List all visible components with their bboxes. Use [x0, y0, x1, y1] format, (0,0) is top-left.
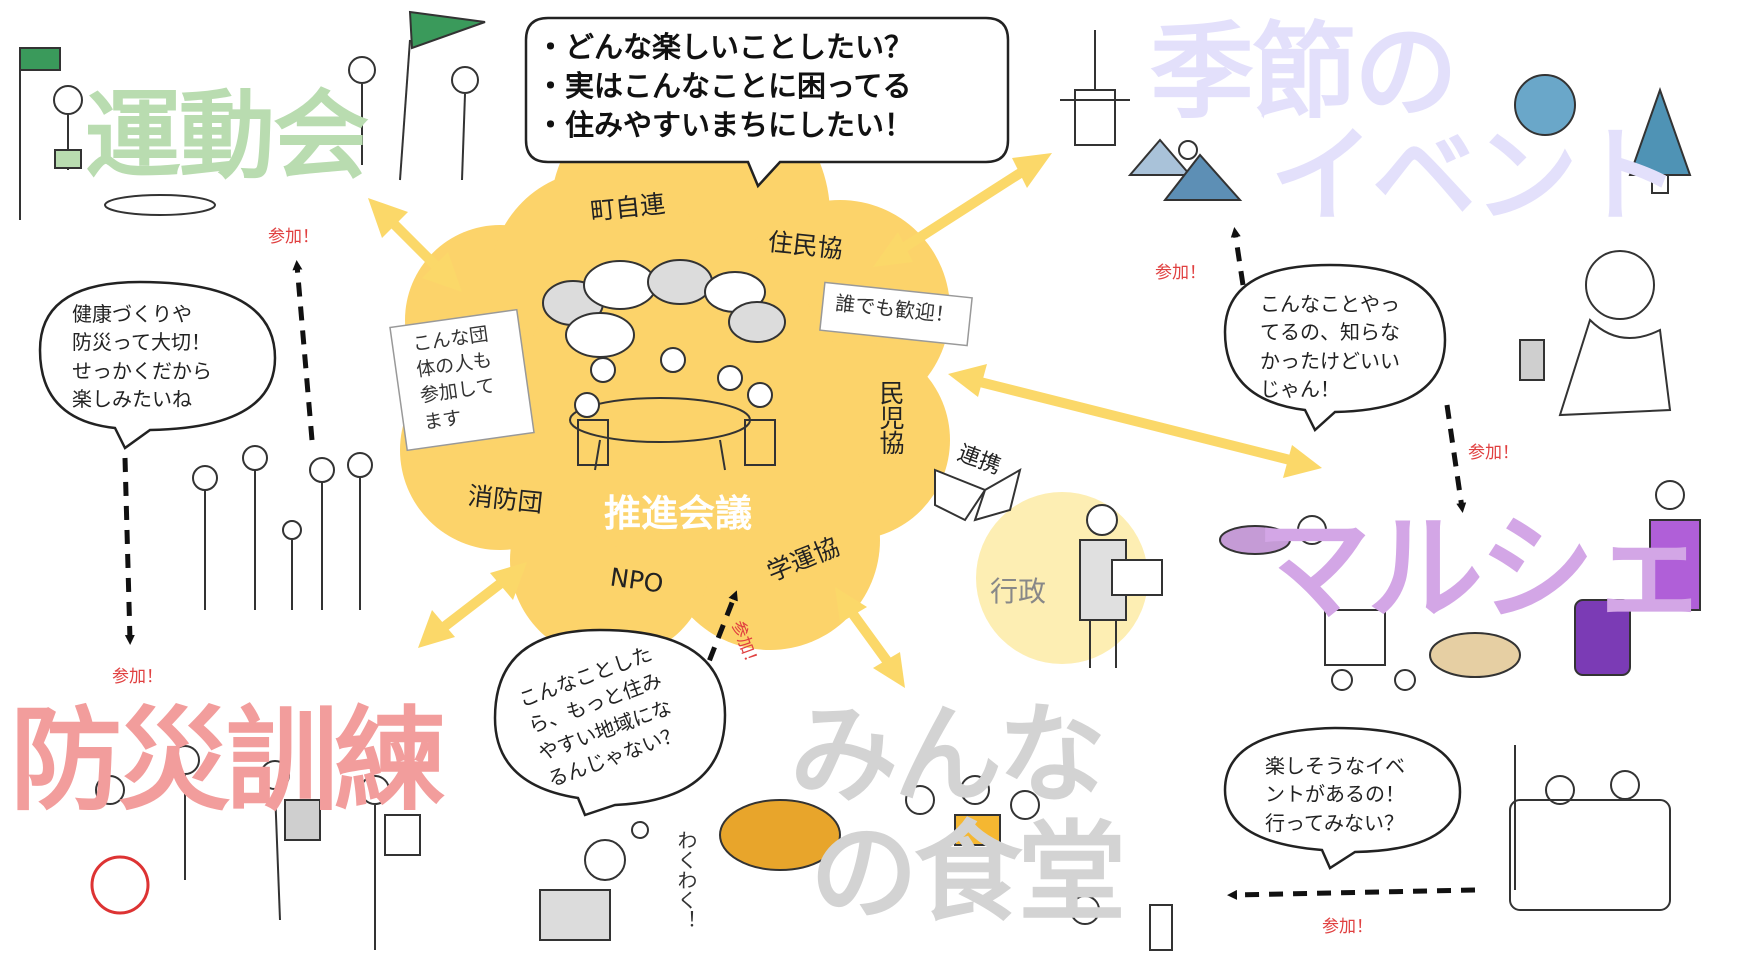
- org-label-jumin-kyo: 住民協: [766, 227, 845, 264]
- org-label-minji-kyo: 民児協: [876, 380, 905, 455]
- phone-person-illustration: [1519, 250, 1672, 417]
- speech-bubble-didnt-know: [1223, 263, 1447, 433]
- speech-line: 楽しそうなイベ: [1265, 754, 1405, 778]
- speech-bubble-health: [38, 280, 277, 450]
- government-official-illustration: [1079, 504, 1163, 668]
- sports-day-illustration: [19, 10, 486, 220]
- event-title-seasonal-line2: イベント: [1270, 115, 1680, 237]
- arrow-council-marche: [948, 364, 1322, 478]
- dashed-arrow-to-council: [689, 590, 738, 706]
- dining-illustration: [719, 775, 1173, 951]
- join-label-drill: 参加！: [112, 667, 163, 687]
- event-title-disaster-drill: 防災訓練: [10, 696, 446, 826]
- org-label-shobodan: 消防団: [466, 481, 545, 518]
- speech-bubble-livable: [493, 628, 727, 817]
- speech-line: せっかくだから: [72, 358, 212, 383]
- arrow-council-dining: [835, 587, 905, 688]
- drill-illustration: [90, 745, 421, 950]
- arrow-council-drill: [418, 562, 527, 648]
- join-label-seasonal: 参加！: [1155, 263, 1206, 283]
- speech-line: てるの、知らな: [1260, 320, 1400, 345]
- join-label-sports-day: 参加！: [268, 227, 319, 247]
- note-other-groups: こんな団 体の人も 参加して ます: [411, 321, 501, 435]
- government-label: 行政: [990, 575, 1047, 608]
- laptop-person-illustration: [539, 821, 649, 941]
- top-speech-line: ・住みやすいまちにしたい！: [536, 108, 914, 143]
- arrow-council-seasonal: [873, 153, 1052, 267]
- speech-fun-event-text: 楽しそうなイベ ントがあるの！ 行ってみない？: [1265, 752, 1405, 837]
- core-label-suishin-kaigi: 推進会議: [604, 492, 752, 535]
- speech-line: ントがあるの！: [1265, 782, 1405, 807]
- seasonal-illustration: [1060, 30, 1692, 201]
- event-title-dining-line1: みんな: [790, 693, 1106, 818]
- dashed-arrow-to-marche: [1444, 404, 1467, 513]
- handshake-illustration: [934, 467, 1022, 522]
- dashed-arrow-to-sports-day: [292, 260, 315, 441]
- speech-line: 行ってみない？: [1265, 810, 1404, 835]
- marche-illustration: [1219, 480, 1701, 691]
- event-title-dining-line2: の食堂: [810, 811, 1126, 936]
- note-other-groups-box: [389, 308, 535, 452]
- couple-illustration: [1509, 745, 1671, 911]
- dashed-arrow-to-seasonal: [1230, 227, 1246, 286]
- dashed-arrow-to-dining: [1227, 887, 1476, 900]
- join-label-dining: 参加！: [1322, 917, 1373, 937]
- speech-line: かったけどいい: [1260, 348, 1400, 373]
- yellow-arrows: [368, 153, 1322, 688]
- speech-health-text: 健康づくりや 防災って大切！ せっかくだから 楽しみたいね: [72, 300, 212, 414]
- speech-didnt-know-text: こんなことやっ てるの、知らな かったけどいい じゃん！: [1260, 290, 1400, 404]
- dashed-arrows: [122, 227, 1476, 900]
- top-speech-text: ・どんな楽しいことしたい？ ・実はこんなことに困ってる ・住みやすいまちにしたい…: [536, 28, 913, 145]
- meeting-illustration: [542, 259, 786, 471]
- speech-line: じゃん！: [1260, 377, 1340, 402]
- top-speech-line: ・どんな楽しいことしたい？: [536, 30, 914, 64]
- top-speech-bubble: [524, 16, 1010, 189]
- excited-label: わくわく！: [674, 830, 698, 930]
- arrow-council-sports-day: [368, 198, 462, 292]
- family-illustration: [192, 445, 373, 610]
- speech-line: こんなことやっ: [1260, 292, 1400, 316]
- speech-line: 健康づくりや: [72, 302, 192, 326]
- join-label-marche: 参加！: [1468, 443, 1519, 463]
- event-title-sports-day: 運動会: [85, 80, 369, 192]
- top-speech-line: ・実はこんなことに困ってる: [536, 69, 912, 104]
- event-title-seasonal-line1: 季節の: [1150, 11, 1458, 133]
- dashed-arrow-to-drill: [122, 457, 135, 645]
- speech-line: 防災って大切！: [72, 330, 211, 355]
- speech-line: 楽しみたいね: [72, 387, 192, 412]
- event-title-marche: マルシェ: [1255, 502, 1707, 637]
- note-welcome-box: [819, 281, 973, 347]
- speech-bubble-fun-event: [1223, 726, 1462, 870]
